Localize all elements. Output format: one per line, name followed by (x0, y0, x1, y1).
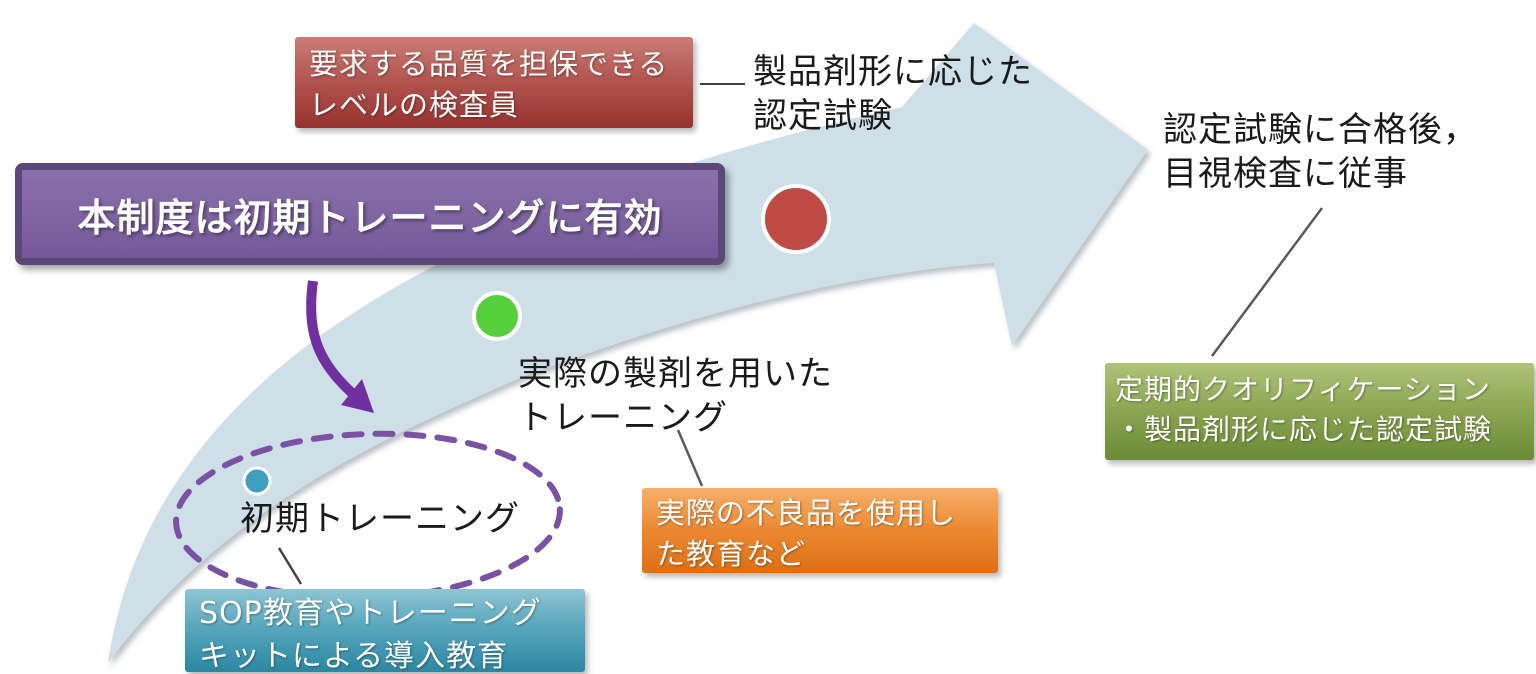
banner-pointer-arrow-shaft (306, 280, 356, 397)
initial-training-label: 初期トレーニング (240, 499, 520, 539)
actual-training-label: 実際の製剤を用いた トレーニング (518, 354, 833, 439)
banner-pointer-arrow-head (341, 379, 374, 413)
initial-training-effective-banner: 本制度は初期トレーニングに有効 (15, 163, 725, 265)
inspector-level-box: 要求する品質を担保できる レベルの検査員 (295, 37, 693, 128)
milestone-dot-blue (242, 466, 272, 496)
periodic-qualification-box: 定期的クオリフィケーション ・製品剤形に応じた認定試験 (1105, 363, 1534, 460)
milestone-dot-green (472, 291, 522, 341)
after-pass-label: 認定試験に合格後， 目視検査に従事 (1163, 110, 1478, 195)
sop-education-box: SOP教育やトレーニング キットによる導入教育 (185, 589, 585, 674)
milestone-dot-red (761, 184, 831, 254)
defect-education-box: 実際の不良品を使用し た教育など (642, 488, 998, 573)
cert-test-label: 製品剤形に応じた 認定試験 (753, 52, 1033, 137)
leader-line-after-pass (1210, 207, 1324, 357)
curved-progress-arrow (108, 23, 1148, 663)
leader-line-initial-training (277, 547, 303, 585)
leader-line-actual-training (676, 429, 704, 487)
